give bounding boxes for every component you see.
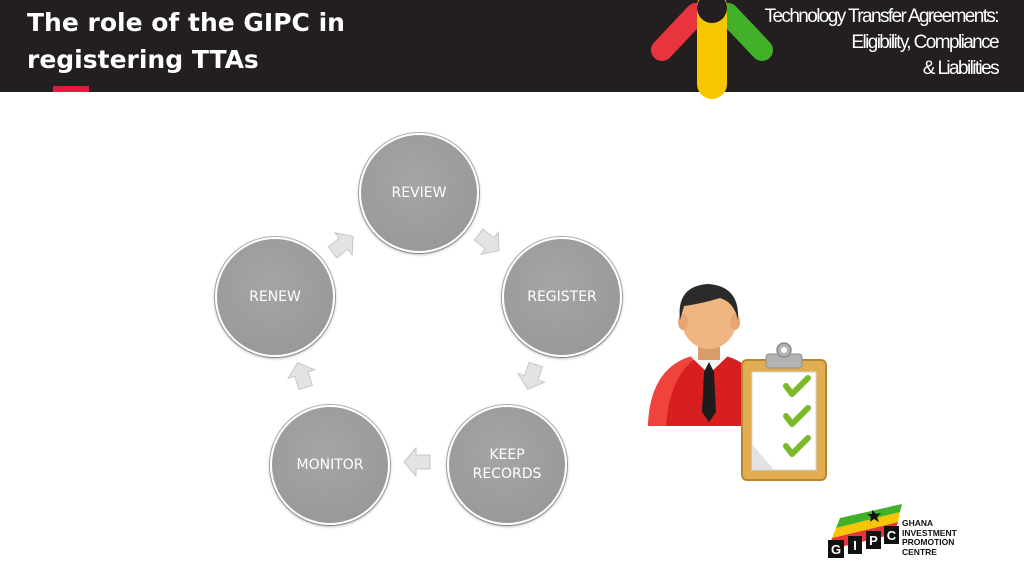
gipc-letter-i: I [853, 538, 857, 553]
header-bar: The role of the GIPC in registering TTAs… [0, 0, 1024, 99]
chevron-arrow-icon [327, 231, 354, 259]
gipc-letter-p: P [869, 533, 878, 548]
brand-tagline: Technology Transfer Agreements: Eligibil… [764, 4, 1000, 82]
up-arrow-logo-icon [651, 0, 773, 99]
title-line-1: The role of the GIPC in [27, 8, 345, 37]
cycle-node-keep-records: KEEP RECORDS [447, 405, 567, 525]
node-label: REGISTER [527, 288, 597, 305]
gipc-logo: G I P C GHANA INVESTMENT PROMOTION CENTR… [826, 504, 970, 564]
registration-cycle-diagram: REVIEW REGISTER KEEP RECORDS MONITOR REN… [0, 92, 1024, 576]
gipc-letter-c: C [887, 528, 897, 543]
brand-line-1: Technology Transfer Agreements: [764, 6, 1000, 27]
chevron-arrow-icon [516, 361, 547, 390]
gipc-name: GHANA INVESTMENT PROMOTION CENTRE [902, 518, 957, 557]
title-accent-bar [53, 86, 89, 92]
cycle-node-renew: RENEW [215, 237, 335, 357]
cycle-node-review: REVIEW [359, 133, 479, 253]
gipc-logo-mark: G I P C [828, 504, 902, 558]
gipc-letter-g: G [831, 542, 841, 557]
brand-line-3: & Liabilities [922, 58, 1000, 79]
node-label: RENEW [249, 288, 301, 305]
node-label: KEEP [489, 447, 525, 463]
node-label: REVIEW [391, 184, 447, 201]
chevron-arrow-icon [403, 446, 431, 478]
cycle-node-register: REGISTER [502, 237, 622, 357]
cycle-arrows [286, 228, 547, 478]
brand-line-2: Eligibility, Compliance [851, 32, 999, 53]
title-line-2: registering TTAs [27, 45, 259, 74]
chevron-arrow-icon [286, 362, 317, 391]
page-title: The role of the GIPC in registering TTAs [27, 4, 345, 78]
node-label: MONITOR [296, 456, 364, 473]
chevron-arrow-icon [473, 228, 500, 256]
node-label-2: RECORDS [472, 466, 542, 482]
gipc-name-line-3: PROMOTION [902, 537, 955, 547]
gipc-name-line-4: CENTRE [902, 546, 937, 557]
businessman-icon [648, 284, 770, 426]
gipc-name-line-2: INVESTMENT [902, 527, 957, 538]
businessman-checklist-illustration [648, 284, 827, 481]
gipc-name-line-1: GHANA [902, 518, 934, 528]
checklist-clipboard-icon [741, 342, 827, 481]
cycle-node-monitor: MONITOR [270, 405, 390, 525]
